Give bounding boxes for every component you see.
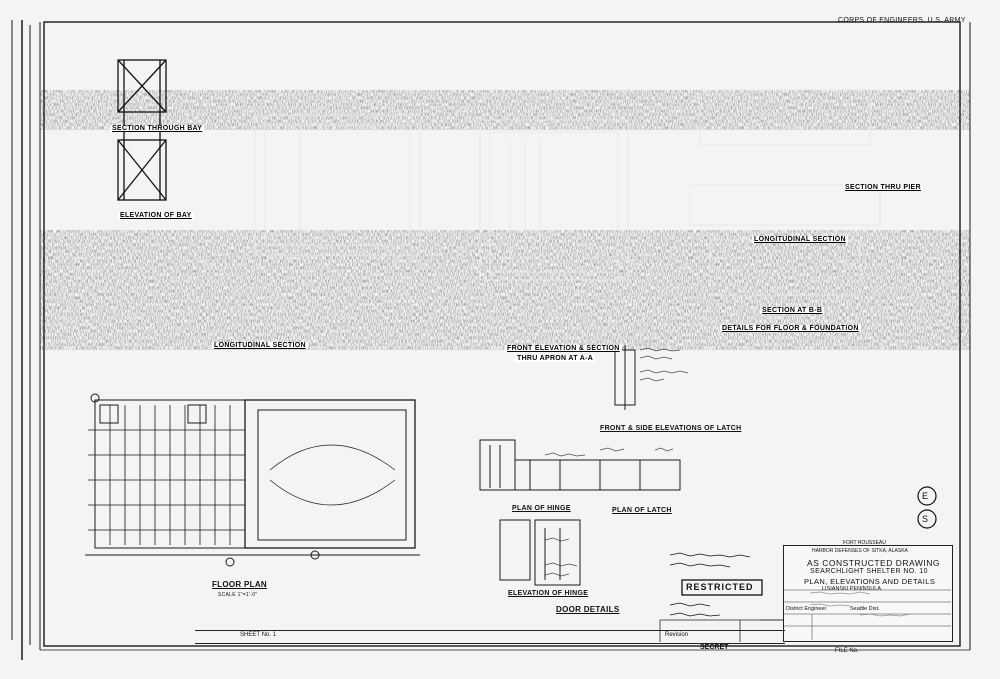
section-at-bb-label: SECTION AT B-B — [760, 307, 825, 314]
restricted-stamp: RESTRICTED — [686, 582, 754, 592]
longitudinal-section-left-label: LONGITUDINAL SECTION — [212, 342, 308, 349]
hinge-latch-details — [479, 345, 681, 586]
elevation-of-hinge-label: ELEVATION OF HINGE — [508, 590, 589, 597]
elevation-of-bay-label: ELEVATION OF BAY — [118, 212, 194, 219]
details-floor-label: DETAILS FOR FLOOR & FOUNDATION — [720, 325, 861, 332]
front-elevation-label: FRONT ELEVATION & SECTION — [505, 345, 622, 352]
marker-s: S — [922, 514, 929, 524]
marker-e: E — [922, 491, 929, 501]
approval-stamp — [669, 552, 763, 617]
file-number: FILE No. — [835, 648, 859, 654]
floor-plan — [85, 393, 420, 567]
floor-plan-scale: SCALE 1"=1'-0" — [218, 592, 258, 598]
title-fort: FORT ROUSSEAU — [843, 540, 886, 546]
front-side-latch-label: FRONT & SIDE ELEVATIONS OF LATCH — [600, 425, 742, 432]
sheet-number: SHEET No. 1 — [240, 632, 276, 638]
front-elevation-sub-label: THRU APRON AT A-A — [515, 355, 596, 362]
plan-of-hinge-label: PLAN OF HINGE — [512, 505, 571, 512]
door-details-label: DOOR DETAILS — [556, 605, 620, 614]
plan-of-latch-label: PLAN OF LATCH — [612, 507, 672, 514]
title-district: District Engineer — [786, 606, 827, 612]
floor-plan-label: FLOOR PLAN — [212, 580, 267, 589]
secret-label: SECRET — [700, 644, 729, 651]
title-shelter: SEARCHLIGHT SHELTER NO. 10 — [810, 568, 928, 575]
title-as-constructed: AS CONSTRUCTED DRAWING — [807, 558, 940, 568]
section-thru-pier-label: SECTION THRU PIER — [843, 184, 923, 191]
revision-label: Revision — [665, 632, 689, 638]
title-location: LISIANSKI PENINSULA — [822, 586, 881, 592]
title-plan: PLAN, ELEVATIONS AND DETAILS — [804, 577, 936, 586]
title-block — [783, 545, 953, 642]
title-block-lines — [659, 589, 951, 642]
bottom-strip — [195, 630, 785, 644]
longitudinal-section-right-label: LONGITUDINAL SECTION — [752, 236, 848, 243]
title-harbor: HARBOR DEFENSES OF SITKA, ALASKA — [812, 548, 908, 554]
agency-label: CORPS OF ENGINEERS, U.S. ARMY — [838, 17, 966, 24]
section-through-bay-label: SECTION THROUGH BAY — [110, 125, 205, 132]
title-district-loc: Seattle Dist. — [850, 606, 880, 612]
